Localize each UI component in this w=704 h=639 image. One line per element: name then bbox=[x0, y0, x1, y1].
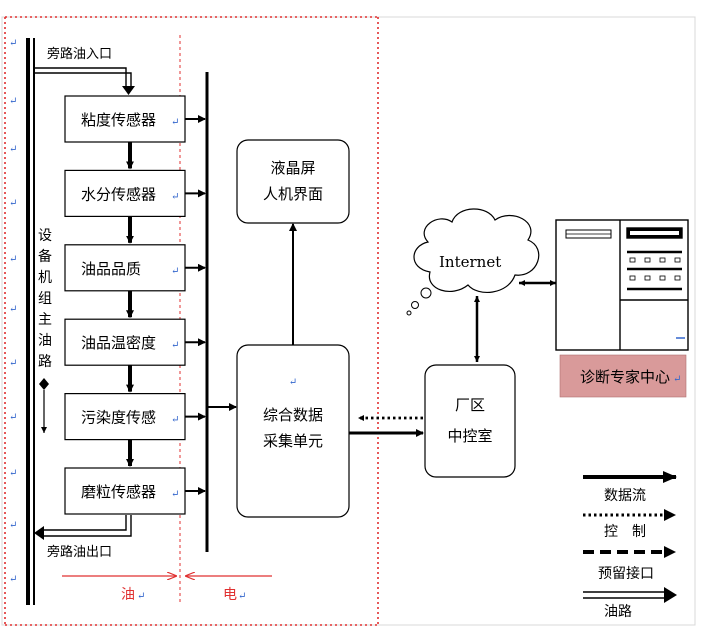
collector-box: ↵ 综合数据 采集单元 bbox=[236, 344, 350, 518]
svg-text:↵: ↵ bbox=[9, 574, 17, 585]
svg-text:↵: ↵ bbox=[171, 117, 179, 128]
sensor-box: 油品品质 ↵ bbox=[64, 244, 206, 319]
sensor-label: 水分传感器 bbox=[81, 185, 156, 203]
svg-text:设备机组主油路: 设备机组主油路 bbox=[38, 228, 52, 370]
bypass-inlet-pipe bbox=[34, 67, 132, 88]
svg-text:↵: ↵ bbox=[171, 415, 179, 426]
oil-label: 油 bbox=[121, 587, 135, 603]
control-room-box: 厂区 中控室 bbox=[424, 364, 516, 478]
svg-text:↵: ↵ bbox=[9, 358, 17, 369]
svg-text:↵: ↵ bbox=[9, 144, 17, 155]
svg-text:↵: ↵ bbox=[9, 304, 17, 315]
sensor-label: 磨粒传感器 bbox=[81, 483, 156, 501]
control-room-line1: 厂区 bbox=[455, 396, 485, 414]
sensor-box: 粘度传感器 ↵ bbox=[64, 95, 206, 170]
legend-oil-path-arrow bbox=[664, 587, 677, 603]
expert-center: 诊断专家中心 ↵ bbox=[559, 354, 687, 398]
svg-text:↵: ↵ bbox=[9, 198, 17, 209]
collector-line1: 综合数据 bbox=[263, 406, 323, 424]
svg-text:↵: ↵ bbox=[238, 591, 246, 602]
collector-line2: 采集单元 bbox=[263, 432, 323, 450]
lcd-line2: 人机界面 bbox=[263, 185, 323, 203]
svg-text:↵: ↵ bbox=[137, 591, 145, 602]
bypass-inlet-label: 旁路油入口 bbox=[47, 46, 112, 62]
boundary-box bbox=[4, 16, 379, 626]
svg-text:↵: ↵ bbox=[171, 191, 179, 202]
server-icon bbox=[555, 219, 689, 351]
left-return-marks: ↵ ↵ ↵ ↵ ↵ ↵ ↵ ↵ ↵ ↵ ↵ bbox=[9, 38, 17, 585]
sensor-box: 污染度传感 ↵ bbox=[64, 393, 206, 467]
svg-text:↵: ↵ bbox=[9, 520, 17, 531]
svg-text:↵: ↵ bbox=[673, 374, 681, 385]
svg-text:↵: ↵ bbox=[171, 340, 179, 351]
sensor-box: 磨粒传感器 ↵ bbox=[64, 467, 206, 515]
bypass-outlet-arrowhead bbox=[34, 526, 44, 540]
internet-cloud: Internet bbox=[406, 208, 540, 316]
elec-label: 电 bbox=[223, 587, 237, 603]
svg-text:↵: ↵ bbox=[9, 468, 17, 479]
svg-text:↵: ↵ bbox=[9, 412, 17, 423]
legend-oil-path-label: 油路 bbox=[604, 604, 632, 620]
outer-frame bbox=[1, 16, 696, 626]
svg-text:↵: ↵ bbox=[171, 266, 179, 277]
oil-elec-labels: 油 ↵ 电 ↵ bbox=[62, 576, 272, 603]
sensor-label: 油品温密度 bbox=[81, 334, 156, 352]
legend: 数据流 控 制 预留接口 油路 bbox=[583, 471, 677, 620]
control-room-line2: 中控室 bbox=[447, 427, 492, 445]
sensor-label: 粘度传感器 bbox=[81, 111, 156, 129]
sensor-box: 水分传感器 ↵ bbox=[64, 169, 206, 244]
main-pipe-label: 设备机组主油路 bbox=[38, 228, 52, 370]
main-pipe-diamond bbox=[39, 378, 49, 390]
sensor-box: 油品温密度 ↵ bbox=[64, 318, 206, 393]
bypass-outlet-pipe bbox=[42, 515, 132, 537]
svg-text:↵: ↵ bbox=[9, 254, 17, 265]
sensor-stack: 粘度传感器 ↵ 水分传感器 ↵ 油品品质 ↵ 油品温密度 ↵ 污染度传感 ↵ 磨粒传感器 ↵ bbox=[64, 95, 206, 515]
svg-text:↵: ↵ bbox=[289, 377, 297, 388]
sensor-label: 污染度传感 bbox=[81, 409, 156, 427]
expert-center-label: 诊断专家中心 bbox=[580, 368, 670, 386]
legend-control-label: 控 制 bbox=[604, 524, 646, 540]
sensor-label: 油品品质 bbox=[81, 260, 141, 278]
bypass-inlet-arrowhead bbox=[122, 86, 135, 95]
svg-text:↵: ↵ bbox=[9, 38, 17, 49]
lcd-line1: 液晶屏 bbox=[270, 159, 315, 177]
internet-label: Internet bbox=[439, 253, 501, 271]
lcd-box: 液晶屏 人机界面 bbox=[236, 139, 350, 224]
svg-text:↵: ↵ bbox=[171, 489, 179, 500]
legend-reserved-label: 预留接口 bbox=[598, 565, 654, 582]
svg-text:↵: ↵ bbox=[9, 96, 17, 107]
legend-data-flow-label: 数据流 bbox=[604, 488, 646, 504]
bypass-outlet-label: 旁路油出口 bbox=[47, 544, 112, 560]
